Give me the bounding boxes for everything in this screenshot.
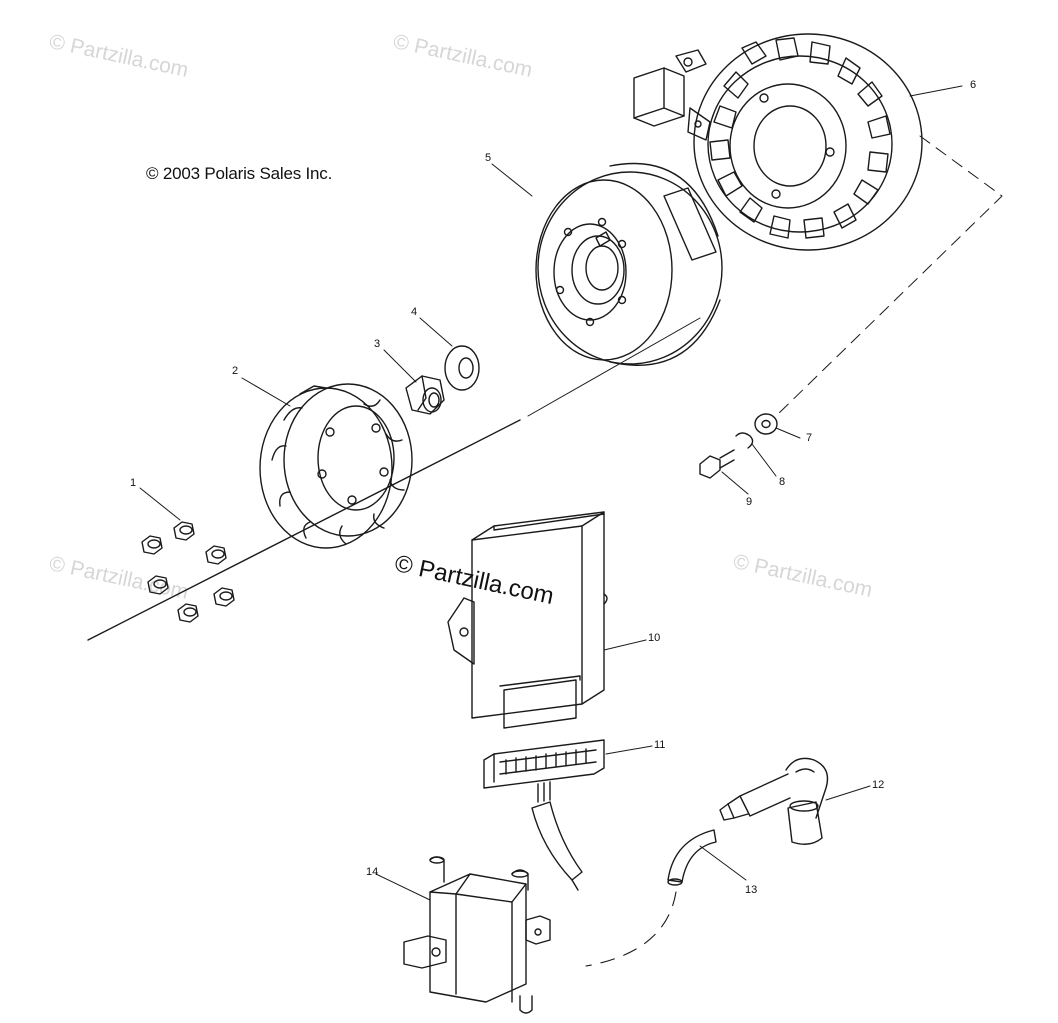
- copyright-text: © 2003 Polaris Sales Inc.: [146, 164, 333, 183]
- callout-10: 10: [648, 632, 661, 644]
- callout-leaders: [139, 85, 963, 901]
- callout-6: 6: [970, 79, 977, 91]
- callout-8: 8: [779, 476, 786, 488]
- ht-lead-part-13: [585, 829, 717, 967]
- callout-2: 2: [232, 365, 239, 377]
- spark-plug-cap-part-12: [719, 757, 829, 845]
- bolts-part-1: [141, 521, 235, 623]
- cdi-box-part-10: [447, 511, 608, 729]
- screw-washer-group-7-8-9: [699, 413, 778, 479]
- callout-9: 9: [746, 496, 753, 508]
- callout-1: 1: [130, 477, 137, 489]
- callout-13: 13: [745, 884, 758, 896]
- starter-cup-part-2: [259, 383, 413, 549]
- ignition-coil-part-14: [403, 856, 551, 1014]
- callout-11: 11: [654, 739, 666, 751]
- callout-14: 14: [366, 866, 379, 878]
- callout-12: 12: [872, 779, 885, 791]
- callout-3: 3: [374, 338, 381, 350]
- flywheel-part-5: [535, 162, 723, 366]
- callout-4: 4: [411, 306, 418, 318]
- nut-part-3: [405, 375, 445, 415]
- washer-part-4: [444, 345, 480, 391]
- callout-7: 7: [806, 432, 813, 444]
- connector-part-11: [483, 739, 605, 891]
- stator-part-6: [633, 33, 923, 251]
- callout-5: 5: [485, 152, 492, 164]
